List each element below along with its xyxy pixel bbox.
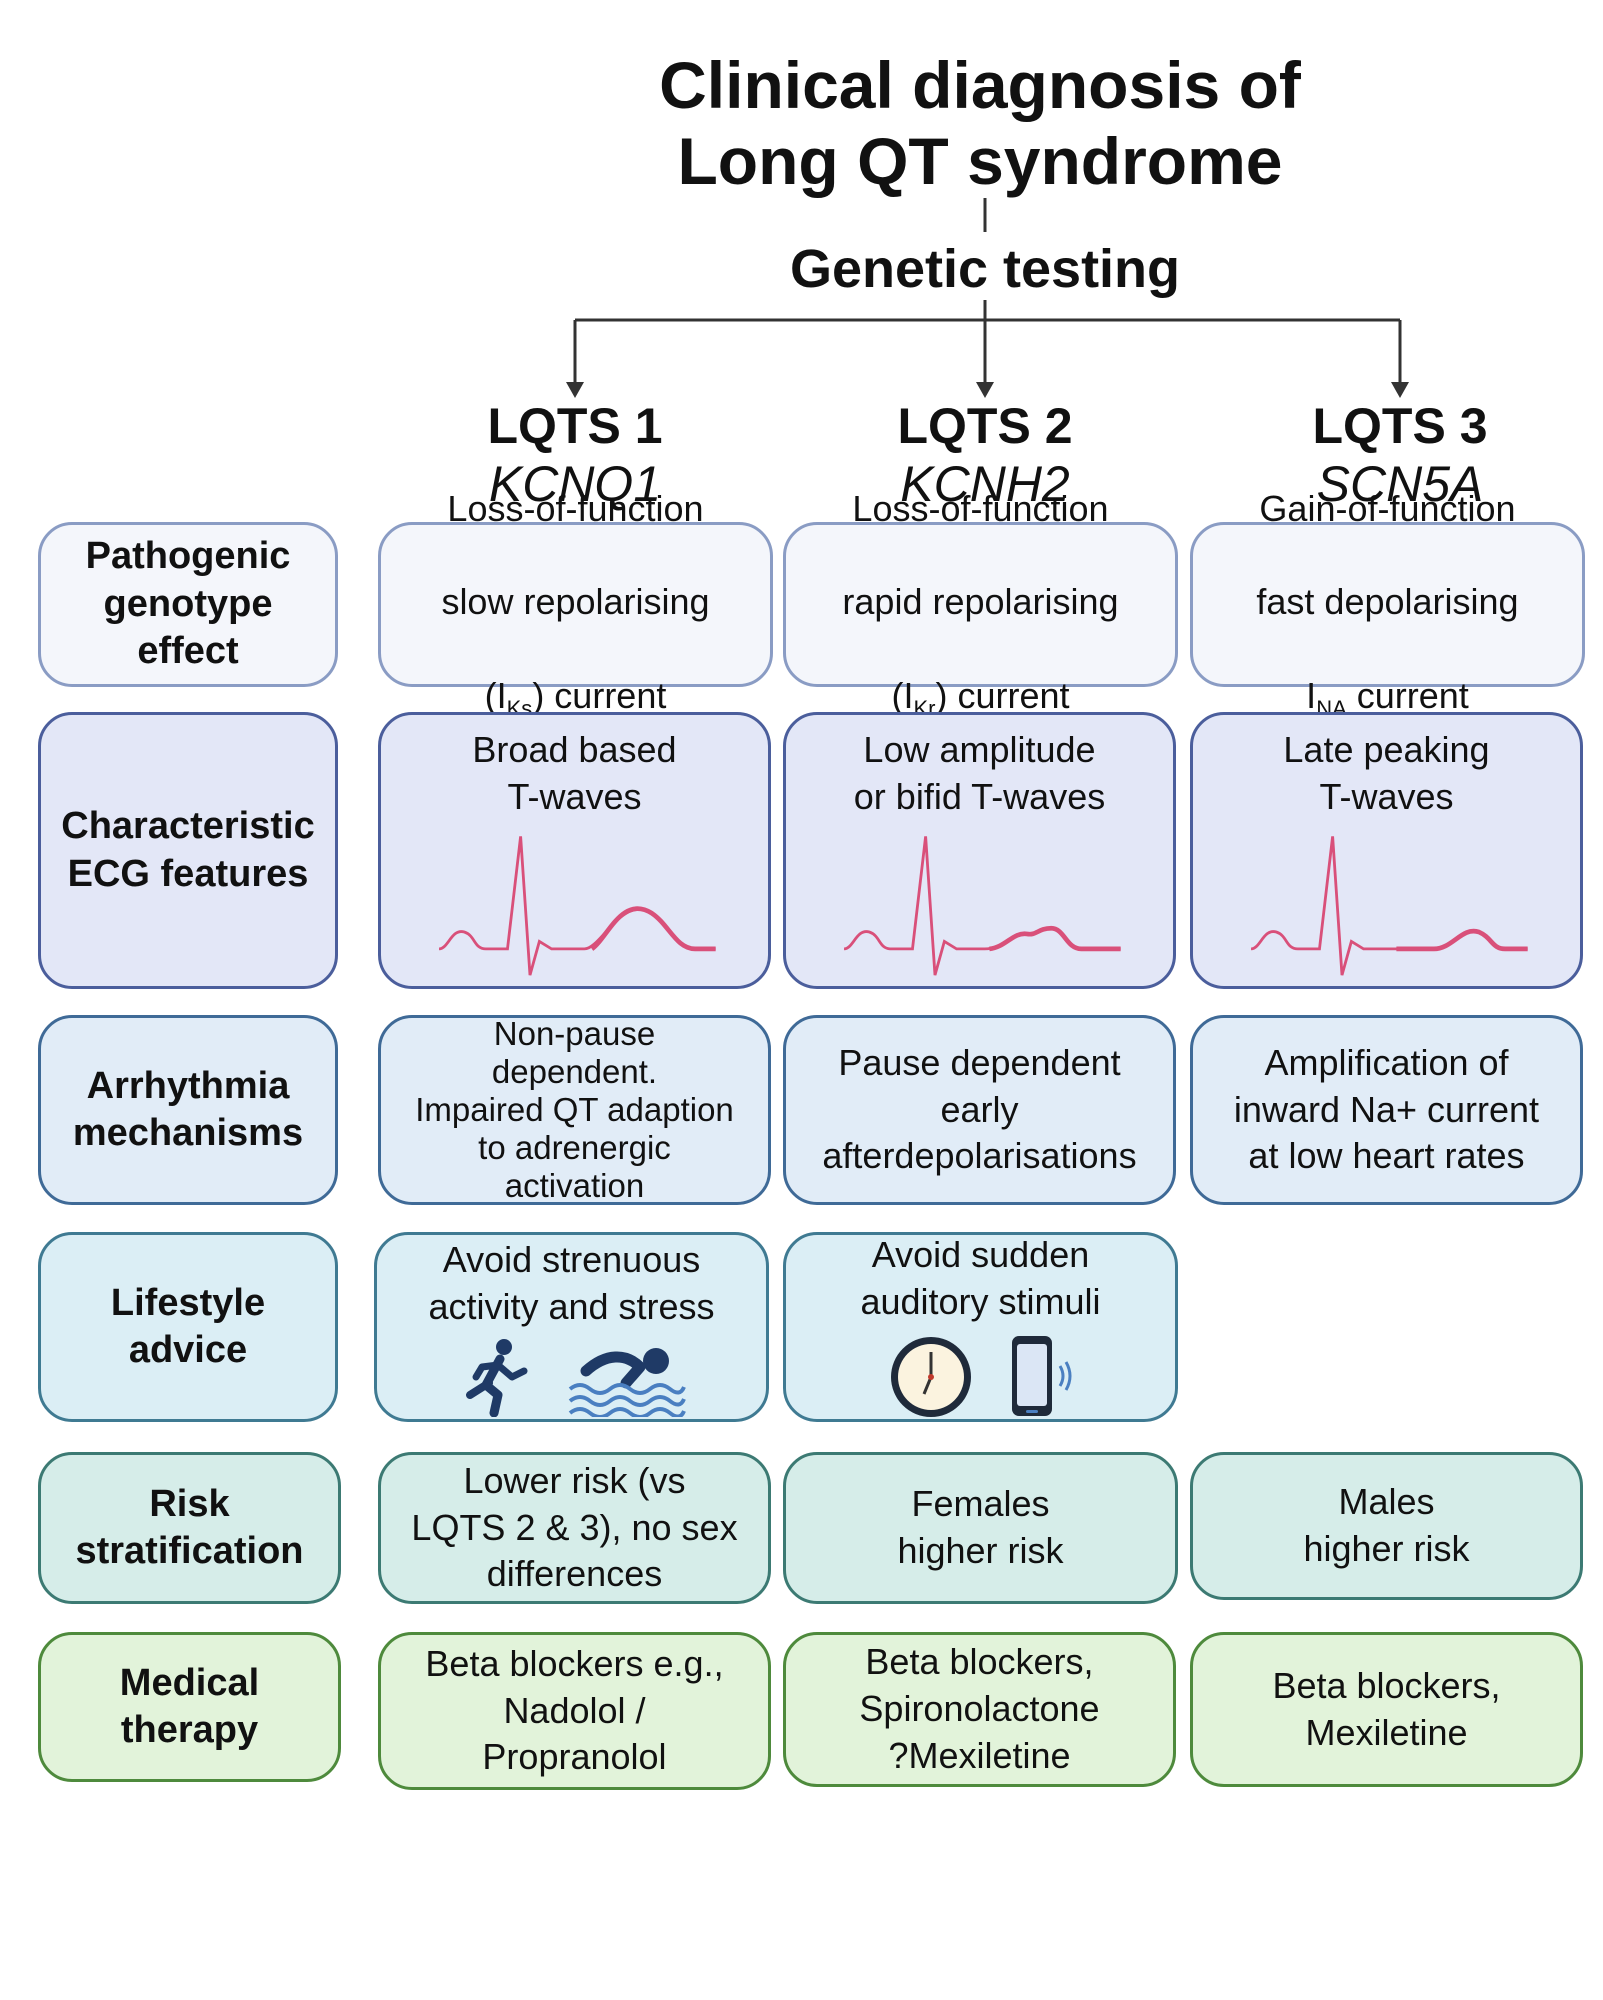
- cell-risk-lqts1: Lower risk (vs LQTS 2 & 3), no sex diffe…: [378, 1452, 771, 1604]
- cell-ecg-lqts1: Broad based T-waves: [378, 712, 771, 989]
- row-label-text: Lifestyle advice: [110, 1281, 266, 1372]
- cell-lifestyle-lqts2: Avoid sudden auditory stimuli: [783, 1232, 1178, 1422]
- column-name: LQTS 3: [1312, 398, 1488, 454]
- row-label-risk: Risk stratification: [38, 1452, 341, 1604]
- cell-text: Beta blockers, Spironolactone ?Mexiletin…: [859, 1641, 1100, 1776]
- cell-ecg-lqts3: Late peaking T-waves: [1190, 712, 1583, 989]
- cell-therapy-lqts1: Beta blockers e.g., Nadolol / Propranolo…: [378, 1632, 771, 1790]
- ecg-late-peaking-t-wave-icon: [1250, 835, 1528, 976]
- column-name: LQTS 1: [487, 398, 663, 454]
- cell-arrhythmia-lqts2: Pause dependent early afterdepolarisatio…: [783, 1015, 1176, 1205]
- cell-line: Loss-of-function: [852, 487, 1109, 529]
- cell-line: rapid repolarising: [842, 581, 1119, 623]
- cell-line: Gain-of-function: [1259, 487, 1516, 529]
- cell-pathogenic-lqts1: Loss-of-function slow repolarising (IKs)…: [378, 488, 773, 721]
- cell-text: Pause dependent early afterdepolarisatio…: [822, 1041, 1137, 1177]
- cell-line: fast depolarising: [1256, 581, 1519, 623]
- cell-text: Beta blockers e.g., Nadolol / Propranolo…: [425, 1642, 724, 1778]
- ecg-bifid-t-wave-icon: [843, 835, 1121, 976]
- cell-line: (IKr) current: [842, 673, 1118, 724]
- arrow-lqts1: [566, 382, 584, 398]
- current-prefix: (I: [484, 674, 507, 716]
- cell-therapy-lqts2: Beta blockers, Spironolactone ?Mexiletin…: [783, 1632, 1176, 1787]
- column-header-lqts3: LQTS 3 SCN5A: [1190, 398, 1603, 513]
- current-suffix: ) current: [935, 674, 1070, 716]
- cell-text: Males higher risk: [1303, 1481, 1470, 1569]
- ringing-phone-icon: [1011, 1335, 1071, 1416]
- column-name: LQTS 2: [897, 398, 1073, 454]
- current-suffix: current: [1346, 674, 1469, 716]
- arrow-lqts3: [1391, 382, 1409, 398]
- cell-lifestyle-lqts1: Avoid strenuous activity and stress: [374, 1232, 769, 1422]
- cell-pathogenic-lqts2: Loss-of-function rapid repolarising (IKr…: [783, 488, 1178, 721]
- row-label-arrhythmia: Arrhythmia mechanisms: [38, 1015, 338, 1205]
- current-suffix: ) current: [532, 674, 667, 716]
- cell-arrhythmia-lqts3: Amplification of inward Na+ current at l…: [1190, 1015, 1583, 1205]
- connector-lines: [566, 198, 1409, 398]
- row-label-ecg: Characteristic ECG features: [38, 712, 338, 989]
- column-header-lqts1: LQTS 1 KCNQ1: [365, 398, 785, 513]
- arrow-lqts2: [976, 382, 994, 398]
- column-header-lqts2: LQTS 2 KCNH2: [775, 398, 1195, 513]
- row-label-text: Pathogenic genotype effect: [85, 535, 291, 673]
- current-prefix: I: [1306, 674, 1317, 716]
- cell-text: Non-pause dependent. Impaired QT adaptio…: [415, 1015, 734, 1204]
- cell-text: Beta blockers, Mexiletine: [1272, 1664, 1501, 1753]
- cell-text: Low amplitude or bifid T-waves: [853, 729, 1106, 817]
- row-label-therapy: Medical therapy: [38, 1632, 341, 1782]
- row-label-text: Arrhythmia mechanisms: [72, 1064, 304, 1155]
- row-label-text: Medical therapy: [119, 1661, 260, 1752]
- cell-pathogenic-lqts3: Gain-of-function fast depolarising INA c…: [1190, 488, 1585, 721]
- swimmer-icon: [569, 1347, 687, 1417]
- cell-arrhythmia-lqts1: Non-pause dependent. Impaired QT adaptio…: [378, 1015, 771, 1205]
- cell-text: Loss-of-function slow repolarising (IKs)…: [441, 439, 709, 771]
- column-gene: SCN5A: [1316, 455, 1484, 512]
- cell-risk-lqts2: Females higher risk: [783, 1452, 1178, 1604]
- cell-therapy-lqts3: Beta blockers, Mexiletine: [1190, 1632, 1583, 1787]
- column-gene: KCNH2: [900, 455, 1070, 512]
- cell-line: (IKs) current: [441, 673, 709, 724]
- cell-text: Broad based T-waves: [472, 729, 677, 817]
- current-prefix: (I: [891, 674, 914, 716]
- row-label-text: Characteristic ECG features: [61, 805, 315, 895]
- cell-text: Avoid sudden auditory stimuli: [860, 1234, 1101, 1322]
- cell-text: Avoid strenuous activity and stress: [428, 1239, 715, 1327]
- cell-text: Late peaking T-waves: [1283, 729, 1490, 817]
- running-person-icon: [466, 1338, 528, 1417]
- cell-text: Females higher risk: [897, 1483, 1064, 1571]
- cell-ecg-lqts2: Low amplitude or bifid T-waves: [783, 712, 1176, 989]
- title-line-1: Clinical diagnosis of: [659, 48, 1301, 122]
- alarm-clock-icon: [890, 1336, 971, 1417]
- ecg-broad-t-wave-icon: [438, 835, 716, 976]
- cell-risk-lqts3: Males higher risk: [1190, 1452, 1583, 1600]
- row-label-text: Risk stratification: [75, 1482, 304, 1573]
- cell-line: slow repolarising: [441, 581, 710, 623]
- cell-text: Amplification of inward Na+ current at l…: [1233, 1041, 1540, 1177]
- cell-text: Lower risk (vs LQTS 2 & 3), no sex diffe…: [411, 1459, 738, 1595]
- row-label-lifestyle: Lifestyle advice: [38, 1232, 338, 1422]
- cell-line: Loss-of-function: [447, 487, 704, 529]
- title-line-2: Long QT syndrome: [677, 124, 1283, 198]
- cell-text: Loss-of-function rapid repolarising (IKr…: [842, 439, 1118, 771]
- row-label-pathogenic: Pathogenic genotype effect: [38, 522, 338, 687]
- subtitle-genetic-testing: Genetic testing: [789, 239, 1181, 299]
- column-gene: KCNQ1: [488, 455, 662, 512]
